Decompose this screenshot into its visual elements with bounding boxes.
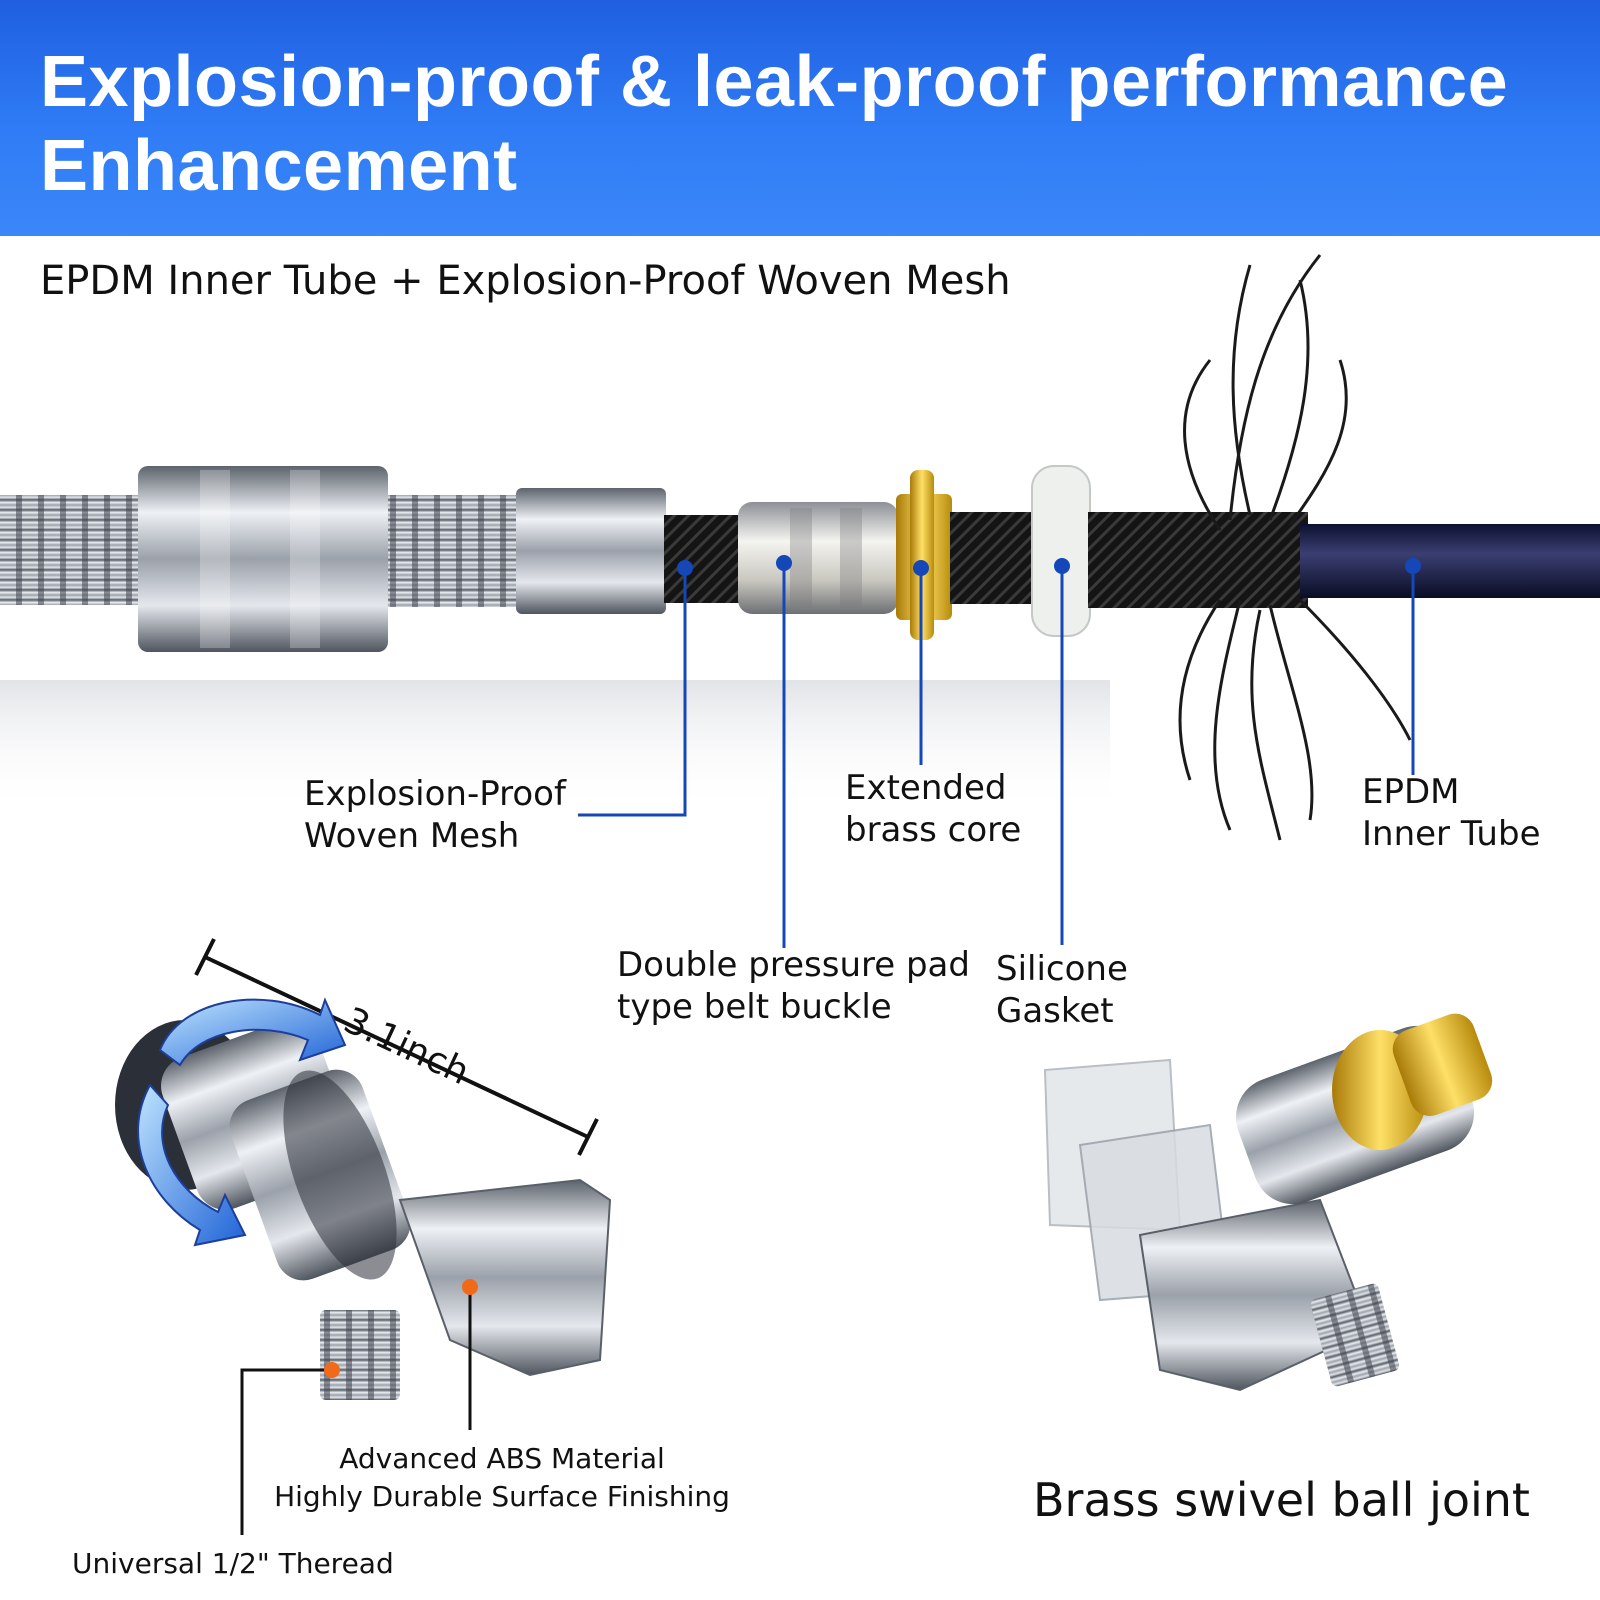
callout-dot-material	[462, 1279, 478, 1295]
label-epdm-line1: EPDM	[1362, 772, 1460, 812]
callout-dot-thread	[324, 1362, 340, 1378]
label-material-line2: Highly Durable Surface Finishing	[274, 1480, 730, 1513]
hose-reflection	[0, 680, 1110, 810]
label-brass-core-line2: brass core	[845, 810, 1022, 850]
stainless-hose	[0, 495, 140, 605]
label-buckle-line1: Double pressure pad	[617, 945, 970, 985]
title-line-1: Explosion-proof & leak-proof performance	[40, 42, 1509, 122]
page-title: Explosion-proof & leak-proof performance…	[40, 40, 1580, 208]
shower-bracket	[115, 1019, 612, 1400]
header-banner: Explosion-proof & leak-proof performance…	[0, 0, 1600, 236]
label-woven-mesh-line1: Explosion-Proof	[304, 774, 566, 814]
pressure-buckle	[738, 502, 898, 614]
label-brass-core: Extended brass core	[845, 767, 1021, 851]
label-material-line1: Advanced ABS Material	[339, 1442, 665, 1475]
swivel-caption: Brass swivel ball joint	[1033, 1473, 1530, 1527]
swivel-bracket	[1043, 1013, 1493, 1392]
label-thread: Universal 1/2" Theread	[72, 1547, 394, 1580]
label-silicone-gasket: Silicone Gasket	[996, 948, 1128, 1032]
label-buckle-line2: type belt buckle	[617, 987, 892, 1027]
callout-dot-epdm	[1405, 558, 1421, 574]
callout-dot-mesh	[677, 560, 693, 576]
label-woven-mesh-line2: Woven Mesh	[304, 816, 520, 856]
frayed-mesh	[1178, 254, 1412, 841]
callout-lines	[578, 565, 1415, 948]
hose-nut	[138, 466, 388, 652]
hose-assembly	[0, 254, 1600, 841]
label-gasket-line2: Gasket	[996, 991, 1114, 1031]
bracket-callout-lines	[240, 1285, 472, 1535]
woven-mesh	[664, 515, 744, 603]
label-gasket-line1: Silicone	[996, 949, 1128, 989]
label-pressure-buckle: Double pressure pad type belt buckle	[617, 944, 970, 1028]
label-epdm-tube: EPDM Inner Tube	[1362, 771, 1540, 855]
label-woven-mesh: Explosion-Proof Woven Mesh	[304, 773, 566, 857]
label-material: Advanced ABS Material Highly Durable Sur…	[272, 1440, 732, 1516]
subtitle: EPDM Inner Tube + Explosion-Proof Woven …	[40, 258, 1011, 304]
callout-dot-brass	[913, 560, 929, 576]
callout-dot-buckle	[776, 555, 792, 571]
callout-dot-gasket	[1054, 558, 1070, 574]
hose-sleeve	[516, 488, 666, 614]
label-brass-core-line1: Extended	[845, 768, 1007, 808]
epdm-tube	[1300, 524, 1600, 598]
dimension-line	[194, 938, 599, 1156]
label-epdm-line2: Inner Tube	[1362, 814, 1541, 854]
title-line-2: Enhancement	[40, 126, 518, 206]
rotation-arrow-icon	[137, 997, 347, 1247]
